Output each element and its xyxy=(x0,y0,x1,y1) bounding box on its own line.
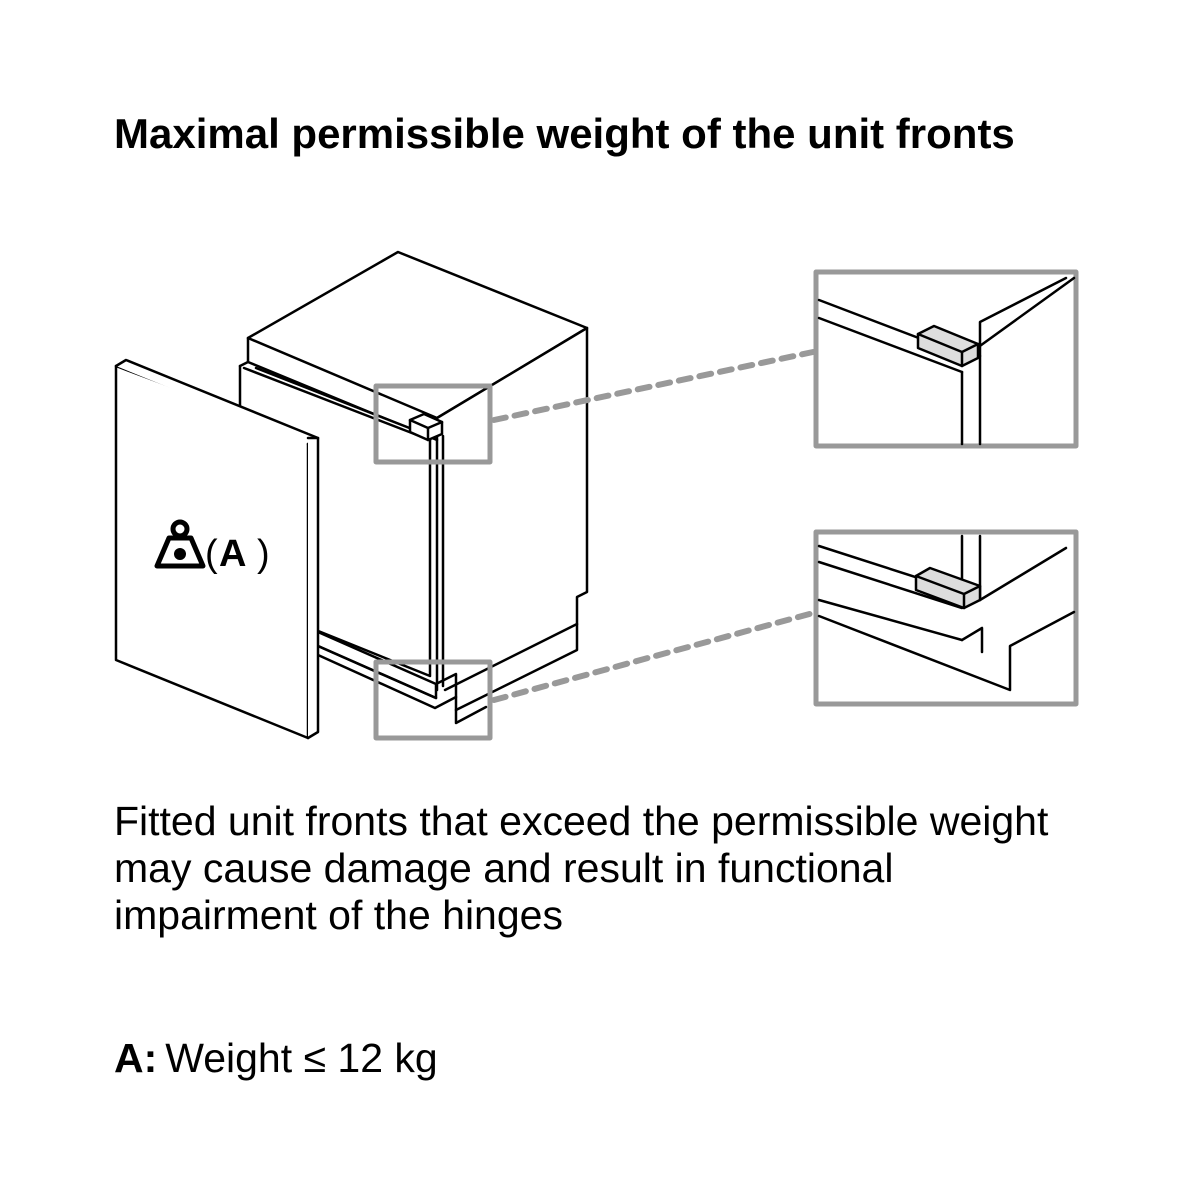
leader-line-bottom xyxy=(491,610,816,703)
front-label-letter: A xyxy=(219,533,246,575)
legend-text: Weight ≤ 12 kg xyxy=(165,1035,438,1081)
weight-label: ( A ) xyxy=(154,519,270,575)
front-label-close: ) xyxy=(257,533,270,575)
unit-front-panel xyxy=(114,358,320,740)
detail-view-bottom xyxy=(813,529,1079,707)
callout-box-bottom xyxy=(373,659,493,741)
legend: A:Weight ≤ 12 kg xyxy=(114,1033,438,1083)
callout-box-top xyxy=(373,383,493,465)
warning-description: Fitted unit fronts that exceed the permi… xyxy=(114,798,1049,938)
weight-icon xyxy=(154,519,206,569)
legend-key: A: xyxy=(114,1035,158,1081)
page-title: Maximal permissible weight of the unit f… xyxy=(114,110,1015,157)
front-label-open: ( xyxy=(205,533,218,575)
leader-line-top xyxy=(491,349,816,423)
detail-view-top xyxy=(813,269,1079,449)
